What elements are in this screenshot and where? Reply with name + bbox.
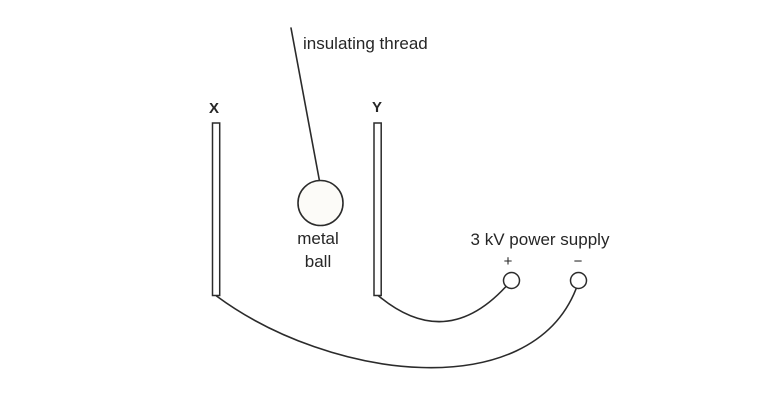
plate-y-label: Y — [371, 99, 383, 116]
negative-sign-label: − — [573, 253, 583, 270]
metal-ball-label-line2: ball — [304, 252, 332, 271]
metal-ball — [297, 179, 344, 227]
wire-plate-x-to-negative — [215, 288, 577, 369]
insulating-thread-label: insulating thread — [303, 34, 428, 53]
plate-y — [373, 122, 382, 297]
negative-terminal-icon — [569, 271, 588, 290]
insulating-thread-line — [290, 27, 321, 182]
wire-plate-y-to-positive — [376, 286, 507, 323]
positive-terminal-icon — [502, 271, 521, 290]
power-supply-label: 3 kV power supply — [470, 230, 610, 249]
plate-x — [211, 122, 221, 297]
positive-sign-label: + — [503, 253, 513, 270]
metal-ball-label-line1: metal — [297, 229, 339, 248]
plate-x-label: X — [208, 100, 220, 117]
